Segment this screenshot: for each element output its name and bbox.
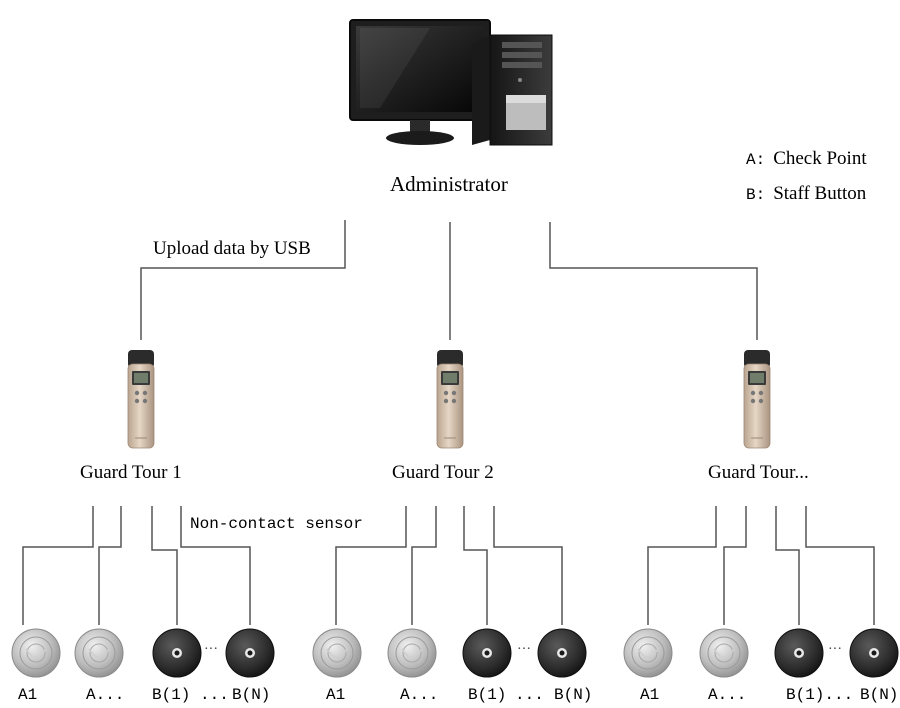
tag-label: B(N) bbox=[232, 686, 271, 704]
tag-connection-line bbox=[151, 506, 178, 625]
guard-tour-reader-icon bbox=[743, 350, 771, 449]
monitor-icon bbox=[349, 19, 491, 145]
check-point-tag-icon bbox=[623, 628, 673, 678]
tag-label: A... bbox=[400, 686, 439, 704]
legend-check-point: A: Check Point bbox=[746, 148, 867, 170]
staff-button-tag-icon bbox=[774, 628, 824, 678]
tag-label: B(1) bbox=[152, 686, 191, 704]
legend-text-a: Check Point bbox=[773, 148, 867, 169]
tag-label: A1 bbox=[640, 686, 660, 704]
legend-key-a: A: bbox=[746, 151, 766, 169]
staff-button-tag-icon bbox=[152, 628, 202, 678]
tag-connection-lines bbox=[22, 506, 875, 625]
tag-label: B(1) bbox=[468, 686, 507, 704]
tag-connection-line bbox=[22, 506, 94, 625]
tags bbox=[11, 628, 899, 678]
tag-connection-line bbox=[463, 506, 488, 625]
connection-line-1 bbox=[140, 220, 346, 340]
connection-line-3 bbox=[549, 222, 758, 340]
pc-tower-icon bbox=[472, 34, 553, 146]
check-point-tag-icon bbox=[74, 628, 124, 678]
ellipsis-dots: ··· bbox=[204, 642, 218, 657]
usb-connection-lines bbox=[140, 220, 758, 340]
staff-button-tag-icon bbox=[849, 628, 899, 678]
legend-key-b: B: bbox=[746, 186, 766, 204]
staff-button-tag-icon bbox=[225, 628, 275, 678]
tag-connection-line bbox=[647, 506, 717, 625]
guard-tour-title-3: Guard Tour... bbox=[708, 462, 809, 483]
check-point-tag-icon bbox=[699, 628, 749, 678]
staff-button-tag-icon bbox=[462, 628, 512, 678]
administrator-label: Administrator bbox=[390, 172, 508, 196]
legend-staff-button: B: Staff Button bbox=[746, 183, 866, 205]
ellipsis-dots: ··· bbox=[828, 642, 842, 657]
tag-label: A... bbox=[86, 686, 125, 704]
non-contact-sensor-label: Non-contact sensor bbox=[190, 515, 363, 533]
guard-tour-reader-icon bbox=[127, 350, 155, 449]
guard-tour-reader-icon bbox=[436, 350, 464, 449]
tag-connection-line bbox=[98, 506, 122, 625]
administrator-computer-icon bbox=[349, 19, 553, 146]
legend-text-b: Staff Button bbox=[773, 183, 867, 204]
tag-label: A1 bbox=[326, 686, 346, 704]
staff-button-tag-icon bbox=[537, 628, 587, 678]
tag-label: A... bbox=[708, 686, 747, 704]
guard-tour-title-1: Guard Tour 1 bbox=[80, 462, 182, 483]
guard-tour-readers bbox=[127, 350, 771, 449]
tag-connection-line bbox=[493, 506, 563, 625]
upload-label: Upload data by USB bbox=[153, 238, 311, 259]
tag-label: B(N) bbox=[860, 686, 899, 704]
check-point-tag-icon bbox=[312, 628, 362, 678]
tag-label: A1 bbox=[18, 686, 38, 704]
tag-connection-line bbox=[180, 506, 251, 625]
tag-connection-line bbox=[805, 506, 875, 625]
guard-tour-title-2: Guard Tour 2 bbox=[392, 462, 494, 483]
tag-connection-line bbox=[723, 506, 747, 625]
tag-label: B(1)... bbox=[786, 686, 854, 704]
tag-label: B(N) bbox=[554, 686, 593, 704]
tag-connection-line bbox=[411, 506, 437, 625]
tag-label: ... bbox=[200, 686, 229, 704]
tag-label: ... bbox=[515, 686, 544, 704]
ellipsis-dots: ··· bbox=[517, 642, 531, 657]
tag-connection-line bbox=[335, 506, 407, 625]
check-point-tag-icon bbox=[11, 628, 61, 678]
check-point-tag-icon bbox=[387, 628, 437, 678]
tag-connection-line bbox=[775, 506, 800, 625]
